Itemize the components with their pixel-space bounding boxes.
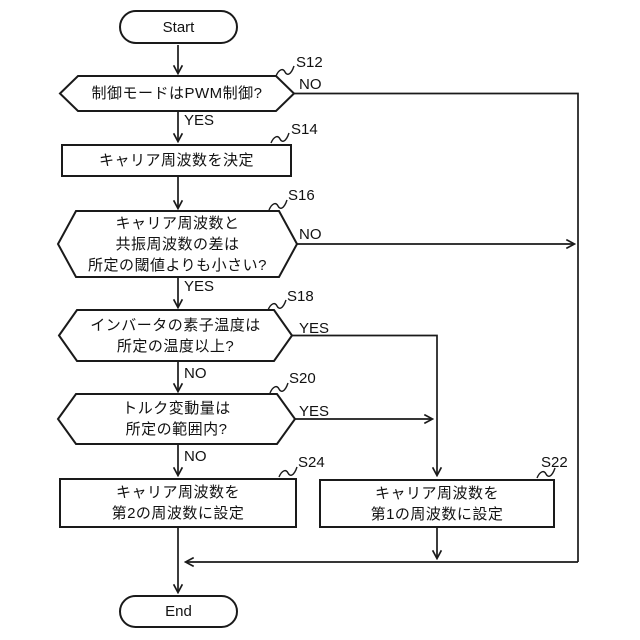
process-s24-line2: 第2の周波数に設定 bbox=[111, 505, 245, 522]
branch-label-s16-no: NO bbox=[299, 226, 322, 243]
connector-s12-no bbox=[294, 92, 579, 562]
decision-s18: インバータの素子温度は 所定の温度以上? bbox=[59, 310, 292, 361]
decision-s20: トルク変動量は 所定の範囲内? bbox=[58, 394, 295, 444]
squiggle-s16 bbox=[268, 199, 288, 211]
end-label: End bbox=[165, 603, 192, 620]
end-terminal: End bbox=[119, 595, 238, 628]
step-label-s18: S18 bbox=[287, 288, 314, 305]
process-s14: キャリア周波数を決定 bbox=[61, 144, 292, 177]
start-label: Start bbox=[162, 18, 195, 36]
branch-label-s20-yes: YES bbox=[299, 403, 330, 420]
step-label-s20: S20 bbox=[289, 370, 316, 387]
decision-s16-line3: 所定の閾値よりも小さい? bbox=[87, 256, 268, 274]
decision-s20-line1: トルク変動量は bbox=[122, 400, 231, 417]
process-s22-line2: 第1の周波数に設定 bbox=[370, 505, 504, 523]
step-label-s24: S24 bbox=[298, 454, 325, 471]
decision-s20-line2: 所定の範囲内? bbox=[125, 421, 228, 438]
squiggle-s22 bbox=[536, 467, 556, 479]
decision-s12-text: 制御モードはPWM制御? bbox=[91, 85, 263, 102]
step-label-s16: S16 bbox=[288, 187, 315, 204]
process-s14-text: キャリア周波数を決定 bbox=[98, 152, 254, 169]
decision-s18-line1: インバータの素子温度は bbox=[90, 316, 261, 334]
process-s24: キャリア周波数を 第2の周波数に設定 bbox=[59, 478, 297, 528]
branch-label-s12-no: NO bbox=[299, 76, 322, 93]
squiggle-s20 bbox=[269, 382, 289, 394]
decision-s16-line2: 共振周波数の差は bbox=[115, 235, 240, 253]
decision-s12: 制御モードはPWM制御? bbox=[60, 76, 294, 111]
squiggle-s12 bbox=[275, 65, 295, 77]
branch-label-s18-no: NO bbox=[184, 365, 207, 382]
branch-label-s12-yes: YES bbox=[184, 112, 215, 129]
squiggle-s18 bbox=[267, 299, 287, 311]
squiggle-s14 bbox=[270, 132, 290, 144]
branch-label-s16-yes: YES bbox=[184, 278, 215, 295]
connector-s18-yes bbox=[292, 334, 437, 476]
step-label-s22: S22 bbox=[541, 454, 568, 471]
start-terminal: Start bbox=[119, 10, 238, 44]
decision-s18-line2: 所定の温度以上? bbox=[116, 337, 235, 355]
decision-s16-line1: キャリア周波数と bbox=[115, 214, 240, 232]
squiggle-s24 bbox=[278, 466, 298, 478]
decision-s16: キャリア周波数と 共振周波数の差は 所定の閾値よりも小さい? bbox=[58, 211, 297, 277]
process-s22-line1: キャリア周波数を bbox=[374, 484, 499, 502]
step-label-s12: S12 bbox=[296, 54, 323, 71]
process-s24-line1: キャリア周波数を bbox=[115, 484, 240, 501]
branch-label-s18-yes: YES bbox=[299, 320, 330, 337]
step-label-s14: S14 bbox=[291, 121, 318, 138]
process-s22: キャリア周波数を 第1の周波数に設定 bbox=[319, 479, 555, 528]
branch-label-s20-no: NO bbox=[184, 448, 207, 465]
